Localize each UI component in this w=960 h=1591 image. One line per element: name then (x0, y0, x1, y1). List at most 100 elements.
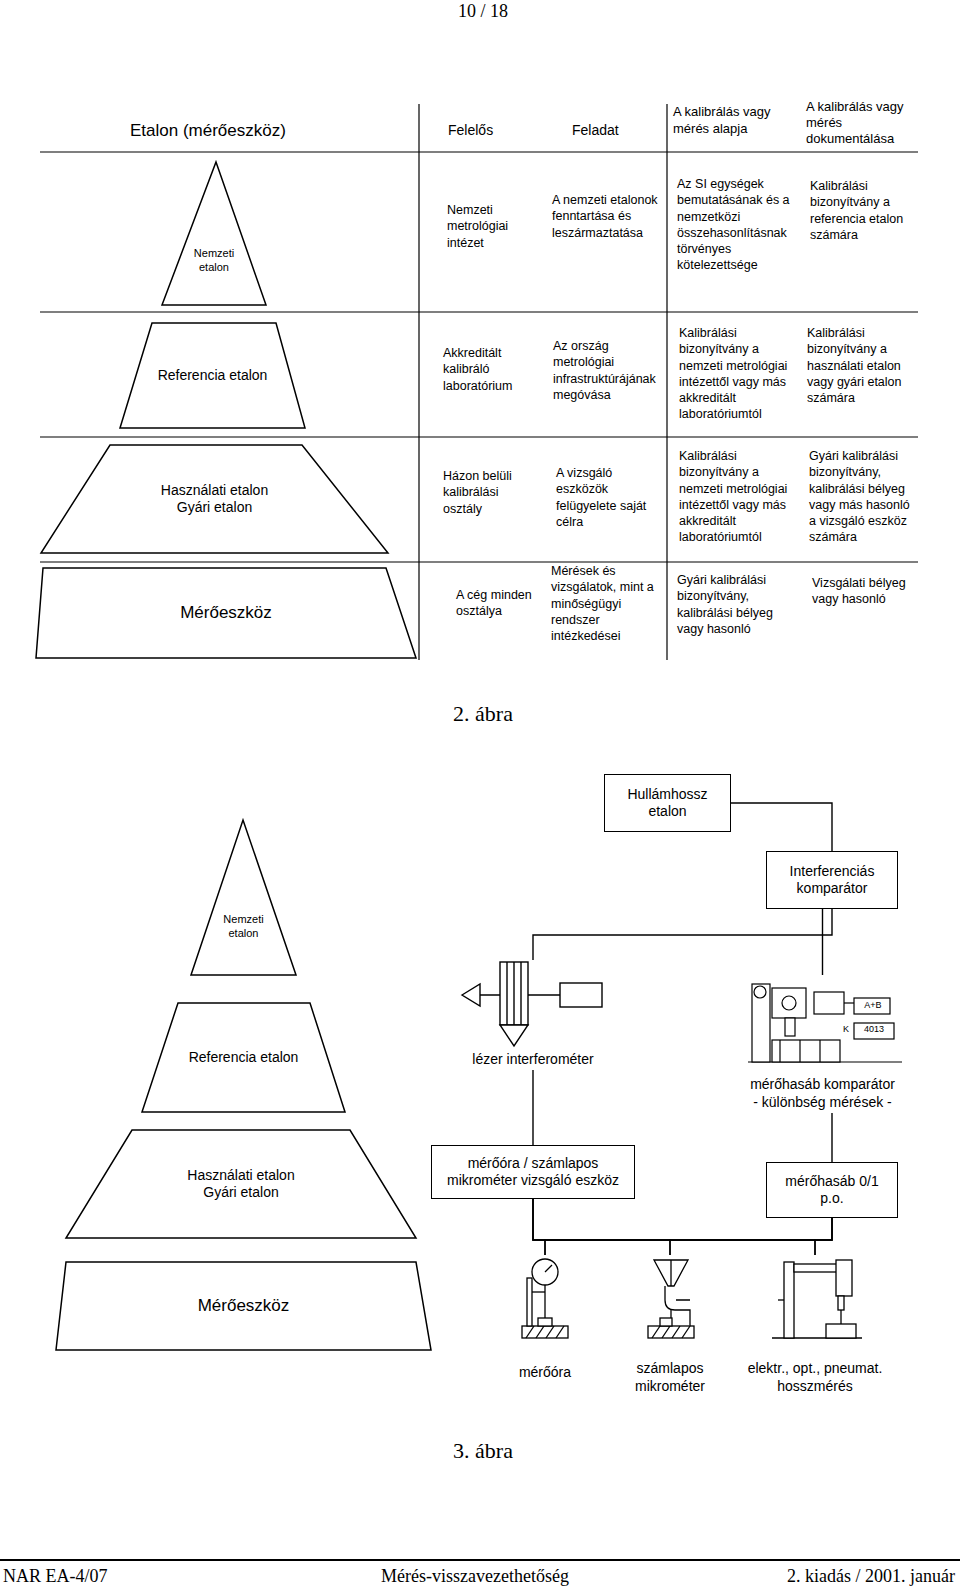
length-measuring-icon (772, 1260, 862, 1338)
footer-text: Mérés-visszavezethetőség (330, 1565, 620, 1588)
table-cell: A cég minden osztálya (456, 587, 536, 620)
pyramid-level: Mérőeszköz (56, 1262, 431, 1350)
connector-line (533, 909, 832, 960)
node-text: Nemzeti etalon (186, 247, 242, 275)
node-text: mérőhasáb komparátor (750, 1076, 895, 1094)
node-text: Mérőeszköz (180, 602, 272, 623)
node-text: Használati etalon Gyári etalon (171, 1167, 311, 1202)
node-text: - különbség mérések - (753, 1094, 892, 1112)
table-cell: Az SI egységek bemutatásának és a nemzet… (677, 176, 799, 274)
instrument-marking: A+B (857, 1000, 889, 1012)
table-cell: Kalibrálási bizonyítvány a nemzeti metro… (679, 325, 801, 423)
node-text: számlapos mikrométer (624, 1360, 716, 1395)
instrument-figure: mérőóra (505, 1255, 585, 1383)
text-holder: Mérőeszköz (36, 568, 416, 658)
connector-line (822, 909, 823, 975)
text-holder: Használati etalon Gyári etalon (66, 1130, 416, 1238)
pyramid-outline (191, 820, 296, 975)
laser-interferometer-icon (462, 962, 602, 1046)
table-cell: Gyári kalibrálási bizonyítvány, kalibrál… (809, 448, 919, 546)
text-holder: mérőóra (505, 1255, 585, 1383)
pyramid-apex: Nemzeti etalon (191, 820, 296, 975)
instrument-marking: K (843, 1024, 853, 1036)
dial-micrometer-icon (648, 1260, 694, 1338)
process-box: Interferenciás komparátor (766, 851, 898, 909)
column-header: A kalibrálás vagy mérés alapja (673, 104, 795, 138)
column-header: Felelős (448, 121, 528, 139)
connector-line (533, 1199, 670, 1255)
process-box: mérőóra / számlapos mikrométer vizsgáló … (431, 1145, 635, 1199)
text-holder: Nemzeti etalon (191, 898, 296, 957)
node-text: Nemzeti etalon (216, 913, 272, 941)
text-holder: mérőhasáb komparátor- különbség mérések … (735, 975, 910, 1113)
pyramid-level: Használati etalon Gyári etalon (41, 445, 388, 553)
table-cell: Gyári kalibrálási bizonyítvány, kalibrál… (677, 572, 799, 637)
node-text: Interferenciás komparátor (773, 863, 891, 898)
text-holder: Referencia etalon (142, 1003, 345, 1112)
figure-caption: 3. ábra (433, 1437, 533, 1466)
pyramid-level: Használati etalon Gyári etalon (66, 1130, 416, 1238)
table-cell: Az ország metrológiai infrastruktúrájána… (553, 338, 665, 403)
column-header: A kalibrálás vagy mérés dokumentálása (806, 99, 918, 147)
table-cell: Vizsgálati bélyeg vagy hasonló (812, 575, 912, 608)
pyramid-level: Mérőeszköz (36, 568, 416, 658)
connector-line (545, 1218, 832, 1255)
node-text: Referencia etalon (158, 367, 268, 385)
table-cell: Házon belüli kalibrálási osztály (443, 468, 538, 517)
instrument-marking: 4013 (855, 1024, 893, 1036)
instrument-figure: mérőhasáb komparátor- különbség mérések … (735, 975, 910, 1113)
connector-line (831, 1113, 832, 1162)
connector-line (532, 1070, 533, 1145)
footer-text: 2. kiadás / 2001. január (690, 1565, 955, 1588)
table-cell: A nemzeti etalonok fenntartása és leszár… (552, 192, 664, 241)
node-text: lézer interferométer (472, 1051, 593, 1069)
connector-line (731, 803, 832, 851)
node-text: mérőhasáb 0/1 p.o. (773, 1173, 891, 1208)
page-number: 10 / 18 (433, 0, 533, 23)
table-cell: A vizsgáló eszközök felügyelete saját cé… (556, 465, 664, 530)
footer-rule (0, 1559, 960, 1561)
node-text: Mérőeszköz (198, 1295, 290, 1316)
column-header: Etalon (mérőeszköz) (130, 120, 310, 142)
pyramid-level: Referencia etalon (120, 323, 305, 428)
pyramid-outline (142, 1003, 345, 1112)
figure-caption: 2. ábra (433, 700, 533, 729)
instrument-figure: lézer interferométer (458, 960, 608, 1070)
column-header: Feladat (572, 121, 652, 139)
table-cell: Akkreditált kalibráló laboratórium (443, 345, 538, 394)
text-holder: Nemzeti etalon (162, 234, 266, 288)
text-holder: számlapos mikrométer (620, 1255, 720, 1397)
text-holder: elektr., opt., pneumat. hosszmérés (730, 1255, 900, 1397)
pyramid-outline (162, 162, 266, 305)
text-holder: lézer interferométer (458, 960, 608, 1070)
table-cell: Kalibrálási bizonyítvány a nemzeti metro… (679, 448, 801, 546)
process-box: Hullámhossz etalon (604, 774, 731, 832)
footer-text: NAR EA-4/07 (3, 1565, 203, 1588)
table-cell: Kalibrálási bizonyítvány a referencia et… (810, 178, 916, 243)
pyramid-outline (191, 820, 296, 975)
pyramid-level: Referencia etalon (142, 1003, 345, 1112)
connector-line (533, 1199, 545, 1255)
table-cell: Mérések és vizsgálatok, mint a minőségüg… (551, 563, 663, 644)
table-cell: Nemzeti metrológiai intézet (447, 202, 539, 251)
pyramid-outline (41, 445, 388, 553)
node-text: elektr., opt., pneumat. hosszmérés (738, 1360, 893, 1395)
pyramid-outline (66, 1130, 416, 1238)
pyramid-outline (56, 1262, 431, 1350)
gauge-block-comparator-icon (748, 984, 902, 1062)
node-text: Használati etalon Gyári etalon (145, 482, 285, 517)
node-text: Referencia etalon (189, 1049, 299, 1067)
text-holder: Használati etalon Gyári etalon (41, 445, 388, 553)
instrument-figure: elektr., opt., pneumat. hosszmérés (730, 1255, 900, 1397)
process-box: mérőhasáb 0/1 p.o. (766, 1162, 898, 1218)
instrument-figure: számlapos mikrométer (620, 1255, 720, 1397)
text-holder: Mérőeszköz (56, 1262, 431, 1350)
table-cell: Kalibrálási bizonyítvány a használati et… (807, 325, 917, 406)
node-text: mérőóra / számlapos mikrométer vizsgáló … (438, 1155, 628, 1190)
dial-gauge-icon (522, 1259, 568, 1338)
text-holder: Referencia etalon (120, 323, 305, 428)
pyramid-outline (162, 162, 266, 305)
pyramid-apex: Nemzeti etalon (162, 162, 266, 305)
connector-line (815, 1218, 832, 1255)
